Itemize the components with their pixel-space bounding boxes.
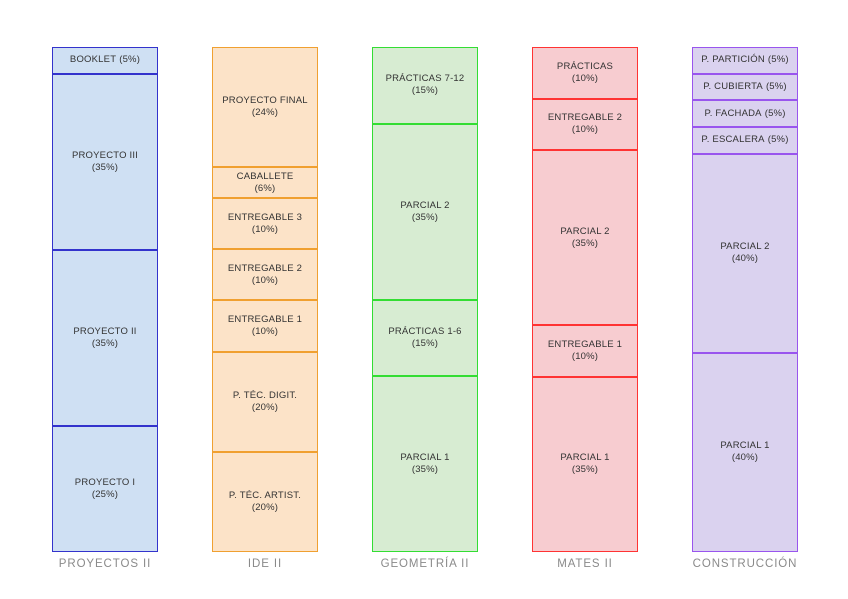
segment-name: PARCIAL 1	[720, 440, 770, 452]
chart-segment: ENTREGABLE 2(10%)	[212, 249, 318, 301]
chart-segment: P. ESCALERA(5%)	[692, 126, 798, 154]
chart-segment: PARCIAL 1(35%)	[372, 376, 478, 552]
segment-percent: (5%)	[767, 54, 789, 66]
chart-segment: P. TÉC. ARTIST.(20%)	[212, 451, 318, 552]
segment-percent: (35%)	[571, 464, 599, 476]
segment-percent: (35%)	[91, 161, 119, 173]
segment-name: PROYECTO FINAL	[222, 94, 308, 106]
chart-segment: P. TÉC. DIGIT.(20%)	[212, 351, 318, 452]
chart-segment: CABALLETE(6%)	[212, 166, 318, 199]
chart-segment: P. CUBIERTA(5%)	[692, 73, 798, 101]
chart-segment: PROYECTO I(25%)	[52, 425, 158, 552]
segment-name: PARCIAL 2	[400, 199, 450, 211]
segment-name: ENTREGABLE 1	[227, 314, 303, 326]
chart-segment: ENTREGABLE 1(10%)	[532, 325, 638, 377]
segment-name: P. ESCALERA	[701, 134, 765, 146]
chart-segment: PARCIAL 2(35%)	[532, 150, 638, 326]
chart-segment: PARCIAL 1(35%)	[532, 376, 638, 552]
segment-name: PRÁCTICAS	[556, 60, 614, 72]
segment-percent: (10%)	[251, 326, 279, 338]
segment-percent: (10%)	[251, 223, 279, 235]
segment-percent: (35%)	[411, 464, 439, 476]
segment-percent: (5%)	[767, 134, 789, 146]
chart-segment: P. PARTICIÓN(5%)	[692, 47, 798, 74]
segment-percent: (5%)	[119, 54, 141, 66]
chart-segment: PROYECTO FINAL(24%)	[212, 47, 318, 167]
subject-column-ide-ii: PROYECTO FINAL(24%)CABALLETE(6%)ENTREGAB…	[212, 47, 318, 552]
chart-segment: ENTREGABLE 2(10%)	[532, 98, 638, 150]
segment-percent: (10%)	[571, 351, 599, 362]
segment-percent: (40%)	[731, 253, 759, 265]
column-label-ide-ii: IDE II	[247, 558, 283, 570]
chart-segment: ENTREGABLE 1(10%)	[212, 300, 318, 352]
chart-segment: BOOKLET(5%)	[52, 47, 158, 74]
segment-name: PARCIAL 2	[560, 225, 610, 237]
segment-percent: (24%)	[251, 106, 279, 118]
subject-column-proyectos-ii: BOOKLET(5%)PROYECTO III(35%)PROYECTO II(…	[52, 47, 158, 552]
chart-segment: PROYECTO III(35%)	[52, 73, 158, 250]
segment-name: PROYECTO I	[74, 476, 136, 488]
segment-percent: (35%)	[91, 337, 119, 349]
chart-segment: PARCIAL 1(40%)	[692, 352, 798, 553]
segment-percent: (15%)	[411, 85, 439, 97]
column-label-proyectos-ii: PROYECTOS II	[58, 558, 152, 570]
segment-percent: (10%)	[571, 124, 599, 136]
segment-name: P. CUBIERTA	[703, 80, 763, 92]
subject-column-construccion: P. PARTICIÓN(5%)P. CUBIERTA(5%)P. FACHAD…	[692, 47, 798, 553]
segment-name: BOOKLET	[69, 54, 117, 66]
segment-name: P. TÉC. ARTIST.	[228, 489, 302, 501]
segment-percent: (35%)	[571, 237, 599, 249]
segment-name: PROYECTO III	[71, 149, 139, 161]
segment-percent: (40%)	[731, 452, 759, 464]
segment-name: ENTREGABLE 2	[227, 262, 303, 274]
segment-name: P. TÉC. DIGIT.	[232, 389, 298, 401]
segment-percent: (15%)	[411, 337, 439, 349]
subject-column-mates-ii: PRÁCTICAS(10%)ENTREGABLE 2(10%)PARCIAL 2…	[532, 47, 638, 552]
segment-name: PRÁCTICAS 7-12	[385, 73, 465, 85]
segment-percent: (5%)	[764, 107, 786, 119]
segment-percent: (20%)	[251, 401, 279, 413]
chart-segment: PRÁCTICAS 7-12(15%)	[372, 47, 478, 124]
subject-column-geometria-ii: PRÁCTICAS 7-12(15%)PARCIAL 2(35%)PRÁCTIC…	[372, 47, 478, 552]
segment-name: PARCIAL 1	[400, 452, 450, 464]
segment-name: PROYECTO II	[73, 325, 137, 337]
chart-segment: PRÁCTICAS(10%)	[532, 47, 638, 99]
segment-percent: (25%)	[91, 488, 119, 500]
segment-name: ENTREGABLE 2	[547, 112, 623, 124]
segment-name: ENTREGABLE 3	[227, 211, 303, 223]
segment-name: P. PARTICIÓN	[701, 54, 765, 66]
column-label-construccion: CONSTRUCCIÓN	[692, 558, 798, 570]
segment-name: PARCIAL 2	[720, 241, 770, 253]
segment-percent: (10%)	[571, 72, 599, 84]
chart-segment: PARCIAL 2(40%)	[692, 153, 798, 353]
segment-percent: (6%)	[254, 182, 276, 194]
chart-segment: PRÁCTICAS 1-6(15%)	[372, 299, 478, 377]
segment-name: ENTREGABLE 1	[547, 339, 623, 350]
chart-segment: P. FACHADA(5%)	[692, 100, 798, 127]
segment-name: PARCIAL 1	[560, 452, 610, 464]
chart-segment: ENTREGABLE 3(10%)	[212, 198, 318, 250]
column-label-geometria-ii: GEOMETRÍA II	[380, 558, 470, 570]
segment-name: CABALLETE	[236, 170, 294, 182]
column-label-mates-ii: MATES II	[557, 558, 613, 570]
segment-name: P. FACHADA	[704, 107, 762, 119]
chart-segment: PARCIAL 2(35%)	[372, 123, 478, 300]
segment-percent: (35%)	[411, 211, 439, 223]
segment-name: PRÁCTICAS 1-6	[388, 325, 462, 337]
segment-percent: (20%)	[251, 501, 279, 513]
chart-segment: PROYECTO II(35%)	[52, 249, 158, 426]
segment-percent: (5%)	[765, 80, 787, 92]
segment-percent: (10%)	[251, 274, 279, 286]
